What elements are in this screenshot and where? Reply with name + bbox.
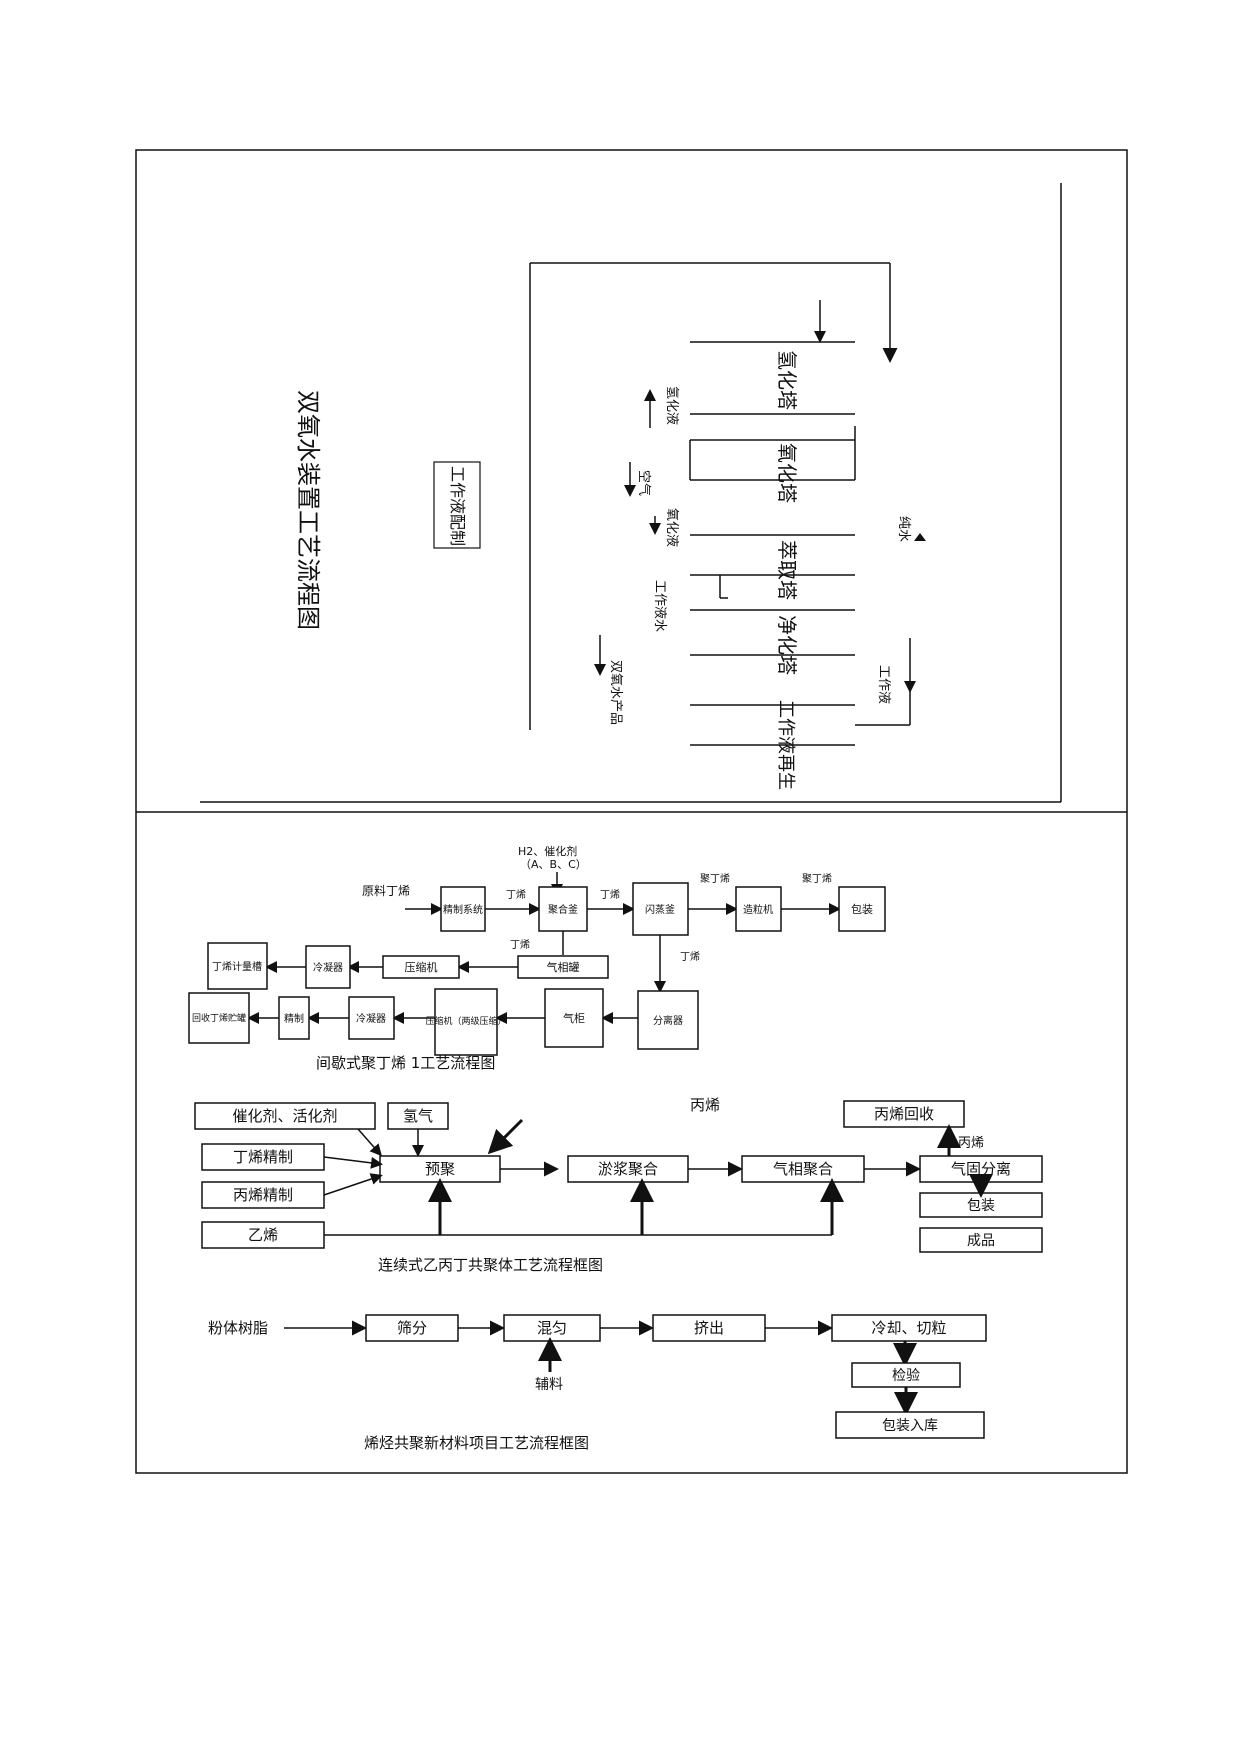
label-product: 双氧水产品: [608, 660, 623, 725]
svg-text:成品: 成品: [967, 1233, 995, 1249]
d3-powder: 粉体树脂: [208, 1319, 268, 1337]
d1-box-cooler2: [348, 996, 395, 1040]
d2-box-ethylene: [201, 1221, 325, 1249]
svg-text:包装: 包装: [967, 1198, 995, 1214]
diagram-continuous-copolymer: 丙烯 催化剂、活化剂 氢气 丁烯精制 丙烯精制 预聚 淤浆聚合 气相聚合 气固分…: [194, 1096, 1043, 1274]
svg-text:淤浆聚合: 淤浆聚合: [598, 1160, 658, 1178]
d1-h2-label: H2、催化剂: [518, 844, 577, 858]
d3-box-pack: [835, 1411, 985, 1439]
d2-box-slurry: [567, 1155, 689, 1183]
label-working-liquid: 工作液: [876, 665, 891, 704]
svg-text:丁烯计量槽: 丁烯计量槽: [212, 960, 262, 973]
d2-box-product: [919, 1227, 1043, 1253]
svg-text:分离器: 分离器: [653, 1014, 683, 1027]
d3-box-cool-cut: [831, 1314, 987, 1342]
svg-text:气固分离: 气固分离: [951, 1160, 1011, 1178]
svg-text:造粒机: 造粒机: [743, 903, 773, 916]
svg-text:压缩机（两级压缩）: 压缩机（两级压缩）: [425, 1015, 506, 1027]
svg-text:丙烯精制: 丙烯精制: [233, 1186, 293, 1204]
svg-text:精制: 精制: [284, 1012, 304, 1025]
svg-text:精制系统: 精制系统: [443, 903, 483, 916]
label-air: 空气: [636, 470, 652, 496]
d2-top-label: 丙烯: [690, 1096, 720, 1114]
svg-text:混匀: 混匀: [537, 1319, 567, 1337]
svg-text:闪蒸釜: 闪蒸釜: [645, 903, 675, 916]
svg-text:挤出: 挤出: [694, 1319, 724, 1337]
svg-text:气柜: 气柜: [563, 1011, 585, 1025]
unit-extraction: 萃取塔: [690, 534, 855, 600]
d2-caption: 连续式乙丙丁共聚体工艺流程框图: [378, 1256, 603, 1274]
svg-text:聚合釜: 聚合釜: [548, 903, 578, 916]
d2-edge-label: 丙烯: [958, 1136, 984, 1151]
d3-box-mix: [503, 1314, 601, 1342]
top-title: 双氧水装置工艺流程图: [294, 390, 322, 630]
svg-text:包装: 包装: [851, 903, 873, 916]
d1-edge-butene4: 丁烯: [680, 950, 700, 963]
svg-text:筛分: 筛分: [397, 1319, 427, 1337]
d2-box-catalyst: [194, 1102, 376, 1130]
svg-text:检验: 检验: [892, 1368, 920, 1384]
d2-box-hydrogen: [387, 1102, 449, 1130]
d1-box-refine2: [278, 996, 310, 1040]
diagram-batch-polybutene: H2、催化剂 （A、B、C） 原料丁烯 精制系统 丁烯 聚合釜 丁烯 闪蒸釜 聚…: [188, 844, 886, 1072]
d1-edge-butene1: 丁烯: [506, 888, 526, 901]
svg-text:气相聚合: 气相聚合: [773, 1160, 833, 1178]
svg-text:萃取塔: 萃取塔: [775, 540, 799, 600]
d1-box-polymerize: [538, 886, 588, 932]
d1-box-compressor2: [434, 988, 498, 1056]
svg-text:氧化塔: 氧化塔: [775, 443, 799, 503]
svg-text:氢气: 氢气: [403, 1107, 433, 1125]
svg-text:工作液再生: 工作液再生: [775, 700, 796, 790]
svg-text:预聚: 预聚: [425, 1160, 455, 1178]
d1-edge-polybutene1: 聚丁烯: [700, 872, 730, 885]
label-hydrogenated: 氢化液: [664, 386, 679, 425]
d1-edge-polybutene2: 聚丁烯: [802, 872, 832, 885]
d1-edge-butene2: 丁烯: [600, 888, 620, 901]
d1-box-cooler1: [305, 945, 351, 989]
svg-text:回收丁烯贮罐: 回收丁烯贮罐: [192, 1012, 246, 1024]
diagram-olefin-project: 粉体树脂 筛分 混匀 挤出 冷却、切粒 辅料 检验 包装入库 烯烃共聚新材料项目…: [208, 1314, 987, 1452]
d1-edge-butene3: 丁烯: [510, 938, 530, 951]
svg-text:丙烯回收: 丙烯回收: [874, 1105, 934, 1123]
svg-text:包装入库: 包装入库: [882, 1418, 938, 1434]
unit-oxidation: 氧化塔: [689, 426, 856, 503]
svg-text:氢化塔: 氢化塔: [775, 350, 799, 410]
d1-box-meter: [207, 942, 268, 990]
unit-work-solution: 工作液再生: [690, 700, 855, 790]
sub-label-frame: [433, 461, 481, 549]
sub-label: 工作液配制: [448, 466, 467, 546]
d3-caption: 烯烃共聚新材料项目工艺流程框图: [364, 1434, 589, 1452]
d2-box-propylene-recovery: [843, 1100, 965, 1128]
d3-additive: 辅料: [535, 1377, 563, 1393]
svg-text:气相罐: 气相罐: [547, 960, 580, 974]
d1-caption: 间歇式聚丁烯 1工艺流程图: [316, 1054, 495, 1072]
unit-purification: 净化塔: [690, 609, 855, 675]
d1-raw-label: 原料丁烯: [362, 884, 410, 898]
d1-box-refine: [440, 886, 486, 932]
unit-hydrogenation: 氢化塔: [690, 341, 855, 415]
svg-text:冷凝器: 冷凝器: [313, 961, 343, 974]
svg-text:丁烯精制: 丁烯精制: [233, 1148, 293, 1166]
svg-text:冷却、切粒: 冷却、切粒: [871, 1319, 946, 1337]
d1-box-package: [838, 886, 886, 932]
label-aqueous: 工作液水: [652, 580, 667, 632]
d2-box-propylene-refine: [201, 1181, 325, 1209]
d1-box-recovery: [188, 992, 250, 1044]
d1-box-gas-holder: [544, 988, 604, 1048]
svg-text:乙烯: 乙烯: [248, 1226, 278, 1244]
label-oxidized: 氧化液: [664, 508, 679, 547]
d3-box-extrude: [652, 1314, 766, 1342]
svg-text:冷凝器: 冷凝器: [356, 1012, 386, 1025]
svg-text:催化剂、活化剂: 催化剂、活化剂: [232, 1107, 337, 1125]
d1-h2-label2: （A、B、C）: [520, 858, 587, 871]
top-panel: 双氧水装置工艺流程图 工作液配制 氢化塔 氧化塔 萃取塔 净化塔: [200, 183, 1062, 803]
d3-box-inspect: [851, 1362, 961, 1388]
d1-box-separator: [637, 990, 699, 1050]
svg-text:净化塔: 净化塔: [775, 615, 799, 675]
label-pure-water: 纯水: [896, 516, 911, 542]
d2-box-prepoly: [379, 1155, 501, 1183]
svg-text:压缩机: 压缩机: [405, 960, 438, 974]
